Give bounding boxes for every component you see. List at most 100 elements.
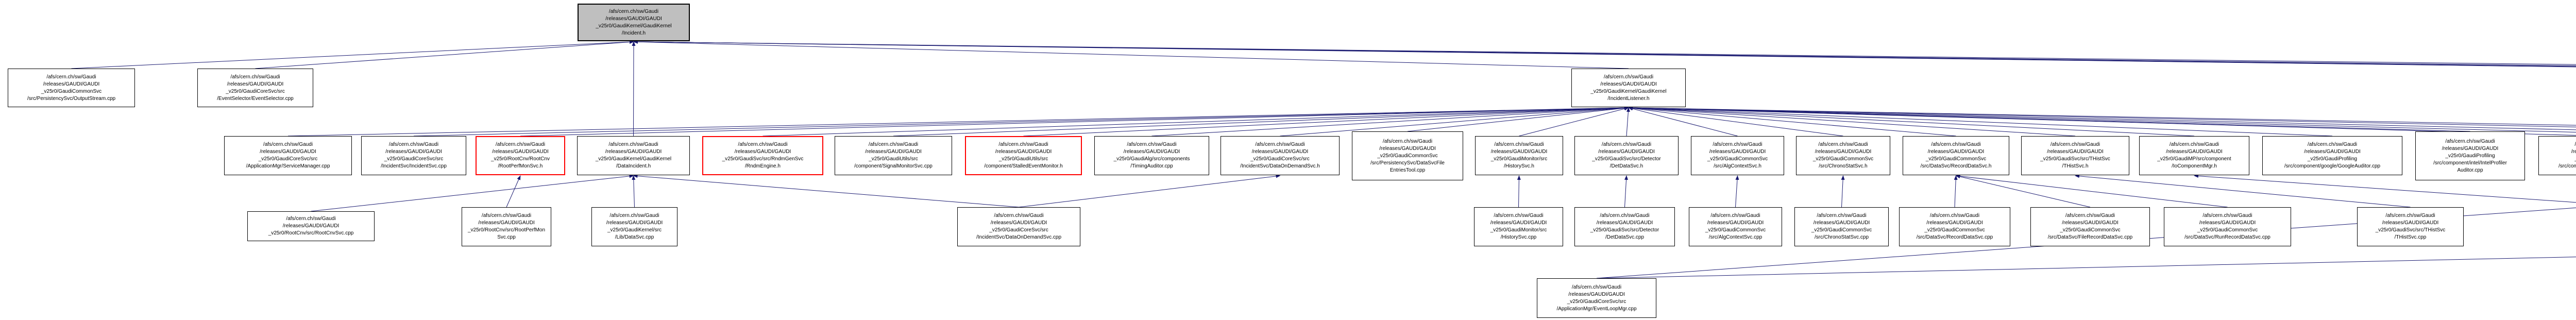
graph-node-chronostatsvc-cpp[interactable]: /afs/cern.ch/sw/Gaudi/releases/GAUDI/GAU… [1794, 207, 1889, 246]
include-edge [520, 106, 1629, 137]
graph-node-filerecorddatasvc-cpp[interactable]: /afs/cern.ch/sw/Gaudi/releases/GAUDI/GAU… [2030, 207, 2150, 246]
include-edge [311, 174, 634, 212]
graph-node-iocomponentmgr-h[interactable]: /afs/cern.ch/sw/Gaudi/releases/GAUDI/GAU… [2139, 136, 2249, 175]
graph-node-thistsvc-cpp[interactable]: /afs/cern.ch/sw/Gaudi/releases/GAUDI/GAU… [2357, 207, 2464, 246]
graph-node-algcontextsvc-cpp[interactable]: /afs/cern.ch/sw/Gaudi/releases/GAUDI/GAU… [1689, 207, 1782, 246]
graph-node-dataondemandsvc-h[interactable]: /afs/cern.ch/sw/Gaudi/releases/GAUDI/GAU… [1221, 136, 1340, 175]
node-label-line: _v25r0/GaudiCoreSvc/src [384, 156, 444, 162]
node-label-line: /releases/GAUDI/GAUDI [734, 149, 791, 155]
node-label-line: /THistSvc.cpp [2394, 234, 2427, 240]
node-label-line: /IncidentSvc/DataOnDemandSvc.h [1240, 163, 1320, 169]
graph-node-rootperfmonsvc-cpp[interactable]: /afs/cern.ch/sw/Gaudi/releases/GAUDI/GAU… [462, 207, 551, 246]
node-label-line: /releases/GAUDI/GAUDI [1927, 149, 1985, 155]
node-label-line: /releases/GAUDI/GAUDI [1707, 220, 1764, 226]
node-label-line: /afs/cern.ch/sw/Gaudi [263, 142, 313, 147]
node-label-line: _v25r0/GaudiKernel/GaudiKernel [595, 156, 672, 162]
node-label-line: /releases/GAUDI/GAUDI [1813, 220, 1870, 226]
graph-node-incidentlistener-h[interactable]: /afs/cern.ch/sw/Gaudi/releases/GAUDI/GAU… [1571, 69, 1686, 107]
node-label-line: /releases/GAUDI/GAUDI [1568, 291, 1625, 297]
node-label-line: /releases/GAUDI/GAUDI [2199, 220, 2256, 226]
node-label-line: /src/component/PerfMonAuditor.cpp [2558, 163, 2576, 169]
node-label-line: _v25r0/GaudiCommonSvc [1924, 227, 1985, 233]
graph-node-recorddatasvc-cpp[interactable]: /afs/cern.ch/sw/Gaudi/releases/GAUDI/GAU… [1899, 207, 2010, 246]
include-edge [1628, 106, 2576, 126]
node-label-line: /releases/GAUDI/GAUDI [1598, 149, 1655, 155]
node-label-line: /afs/cern.ch/sw/Gaudi [1571, 284, 1622, 290]
node-label-line: _v25r0/GaudiCoreSvc/src [226, 88, 285, 94]
node-label-line: _v25r0/GaudiUtils/src [869, 156, 918, 162]
node-label-line: /afs/cern.ch/sw/Gaudi [2050, 142, 2100, 147]
graph-node-algcontextsvc-h[interactable]: /afs/cern.ch/sw/Gaudi/releases/GAUDI/GAU… [1691, 136, 1784, 175]
node-label-line: /src/AlgContextSvc.cpp [1708, 234, 1762, 240]
include-edge [633, 174, 1019, 208]
include-edge [1519, 107, 1629, 137]
graph-node-incidentsvc-cpp[interactable]: /afs/cern.ch/sw/Gaudi/releases/GAUDI/GAU… [361, 136, 466, 175]
node-label-line: /releases/GAUDI/GAUDI [1490, 149, 1548, 155]
node-label-line: /afs/cern.ch/sw/Gaudi [1929, 213, 1980, 218]
node-label-line: /src/DataSvc/RunRecordDataSvc.cpp [2184, 234, 2270, 240]
graph-node-eventloopmgr-cpp[interactable]: /afs/cern.ch/sw/Gaudi/releases/GAUDI/GAU… [1537, 278, 1656, 318]
node-label-line: /releases/GAUDI/GAUDI [2166, 149, 2223, 155]
node-label-line: Svc.cpp [497, 234, 516, 240]
node-label-line: /afs/cern.ch/sw/Gaudi [1601, 142, 1652, 147]
node-label-line: /TimingAuditor.cpp [1130, 163, 1173, 169]
node-label-line: /afs/cern.ch/sw/Gaudi [286, 216, 336, 222]
include-edge [255, 40, 634, 69]
graph-node-datasvcfileentriestool-cpp[interactable]: /afs/cern.ch/sw/Gaudi/releases/GAUDI/GAU… [1352, 131, 1463, 180]
node-label-line: _v25r0/GaudiSvc/src/Detector [1590, 227, 1659, 233]
graph-node-signalmonitorsvc-cpp[interactable]: /afs/cern.ch/sw/Gaudi/releases/GAUDI/GAU… [835, 136, 952, 175]
node-label-line: /afs/cern.ch/sw/Gaudi [1710, 213, 1760, 218]
graph-node-detdatasvc-cpp[interactable]: /afs/cern.ch/sw/Gaudi/releases/GAUDI/GAU… [1574, 207, 1675, 246]
node-label-line: /releases/GAUDI/GAUDI [865, 149, 922, 155]
node-label-line: /afs/cern.ch/sw/Gaudi [1494, 142, 1544, 147]
node-label-line: _v25r0/GaudiProfiling [2307, 156, 2358, 162]
node-label-line: /releases/GAUDI/GAUDI [605, 149, 662, 155]
graph-node-perfmonauditor-cpp[interactable]: /afs/cern.ch/sw/Gaudi/releases/GAUDI/GAU… [2538, 136, 2576, 175]
graph-node-historysvc-h[interactable]: /afs/cern.ch/sw/Gaudi/releases/GAUDI/GAU… [1475, 136, 1563, 175]
node-label-line: /HistorySvc.cpp [1500, 234, 1537, 240]
node-label-line: /afs/cern.ch/sw/Gaudi [1255, 142, 1305, 147]
node-label-line: /IncidentListener.h [1607, 95, 1650, 102]
graph-node-historysvc-cpp[interactable]: /afs/cern.ch/sw/Gaudi/releases/GAUDI/GAU… [1474, 207, 1563, 246]
graph-node-outputstream-cpp[interactable]: /afs/cern.ch/sw/Gaudi/releases/GAUDI/GAU… [8, 69, 135, 107]
node-label-line: /IoComponentMgr.h [2172, 163, 2217, 169]
graph-node-rootperfmonsvc-h[interactable]: /afs/cern.ch/sw/Gaudi/releases/GAUDI/GAU… [476, 136, 565, 175]
include-edge [1023, 106, 1629, 137]
graph-node-runrecorddatasvc-cpp[interactable]: /afs/cern.ch/sw/Gaudi/releases/GAUDI/GAU… [2164, 207, 2291, 246]
graph-node-servicemanager-cpp[interactable]: /afs/cern.ch/sw/Gaudi/releases/GAUDI/GAU… [224, 136, 352, 175]
include-edge [1628, 106, 2576, 127]
graph-node-stalledeventmonitor-h[interactable]: /afs/cern.ch/sw/Gaudi/releases/GAUDI/GAU… [965, 136, 1082, 175]
node-label-line: /releases/GAUDI/GAUDI [2047, 149, 2104, 155]
graph-node-googleauditor-cpp[interactable]: /afs/cern.ch/sw/Gaudi/releases/GAUDI/GAU… [2262, 136, 2402, 175]
node-label-line: /src/PersistencySvc/OutputStream.cpp [27, 95, 116, 102]
node-label-line: /releases/GAUDI/GAUDI [1251, 149, 1309, 155]
node-label-line: /afs/cern.ch/sw/Gaudi [230, 74, 280, 80]
node-label-line: /ApplicationMgr/ServiceManager.cpp [246, 163, 330, 169]
node-label-line: Auditor.cpp [2457, 167, 2483, 173]
graph-node-rootcnvsvc-cpp[interactable]: /afs/cern.ch/sw/Gaudi/releases/GAUDI/GAU… [247, 211, 375, 241]
node-label-line: /afs/cern.ch/sw/Gaudi [1713, 142, 1762, 147]
graph-node-timingauditor-cpp[interactable]: /afs/cern.ch/sw/Gaudi/releases/GAUDI/GAU… [1094, 136, 1209, 175]
node-label-line: /RootPerfMonSvc.h [498, 163, 543, 169]
graph-node-intelprofilerauditor-cpp[interactable]: /afs/cern.ch/sw/Gaudi/releases/GAUDI/GAU… [2415, 131, 2525, 180]
node-label-line: /src/ChronoStatSvc.cpp [1814, 234, 1869, 240]
graph-node-eventselector-cpp[interactable]: /afs/cern.ch/sw/Gaudi/releases/GAUDI/GAU… [197, 69, 313, 107]
graph-node-detdatasvc-h[interactable]: /afs/cern.ch/sw/Gaudi/releases/GAUDI/GAU… [1574, 136, 1679, 175]
graph-node-dataincident-h[interactable]: /afs/cern.ch/sw/Gaudi/releases/GAUDI/GAU… [577, 136, 690, 175]
graph-node-dataondemandsvc-cpp[interactable]: /afs/cern.ch/sw/Gaudi/releases/GAUDI/GAU… [957, 207, 1080, 246]
graph-node-rndmengine-h[interactable]: /afs/cern.ch/sw/Gaudi/releases/GAUDI/GAU… [702, 136, 823, 175]
graph-node-incident-h[interactable]: /afs/cern.ch/sw/Gaudi/releases/GAUDI/GAU… [578, 4, 690, 41]
graph-node-recorddatasvc-h[interactable]: /afs/cern.ch/sw/Gaudi/releases/GAUDI/GAU… [1903, 136, 2009, 175]
node-label-line: /afs/cern.ch/sw/Gaudi [1127, 142, 1177, 147]
graph-node-thistsvc-h[interactable]: /afs/cern.ch/sw/Gaudi/releases/GAUDI/GAU… [2021, 136, 2129, 175]
graph-node-datasvc-cpp[interactable]: /afs/cern.ch/sw/Gaudi/releases/GAUDI/GAU… [591, 207, 677, 246]
graph-node-chronostatsvc-h[interactable]: /afs/cern.ch/sw/Gaudi/releases/GAUDI/GAU… [1796, 136, 1890, 175]
node-label-line: /IncidentSvc/DataOnDemandSvc.cpp [976, 234, 1062, 240]
node-label-line: /DataIncident.h [616, 163, 651, 169]
node-label-line: /ApplicationMgr/EventLoopMgr.cpp [1556, 306, 1637, 312]
node-label-line: /releases/GAUDI/GAUDI [1379, 145, 1436, 151]
node-label-line: _v25r0/GaudiCommonSvc [1705, 227, 1766, 233]
include-edge [1954, 175, 1958, 208]
